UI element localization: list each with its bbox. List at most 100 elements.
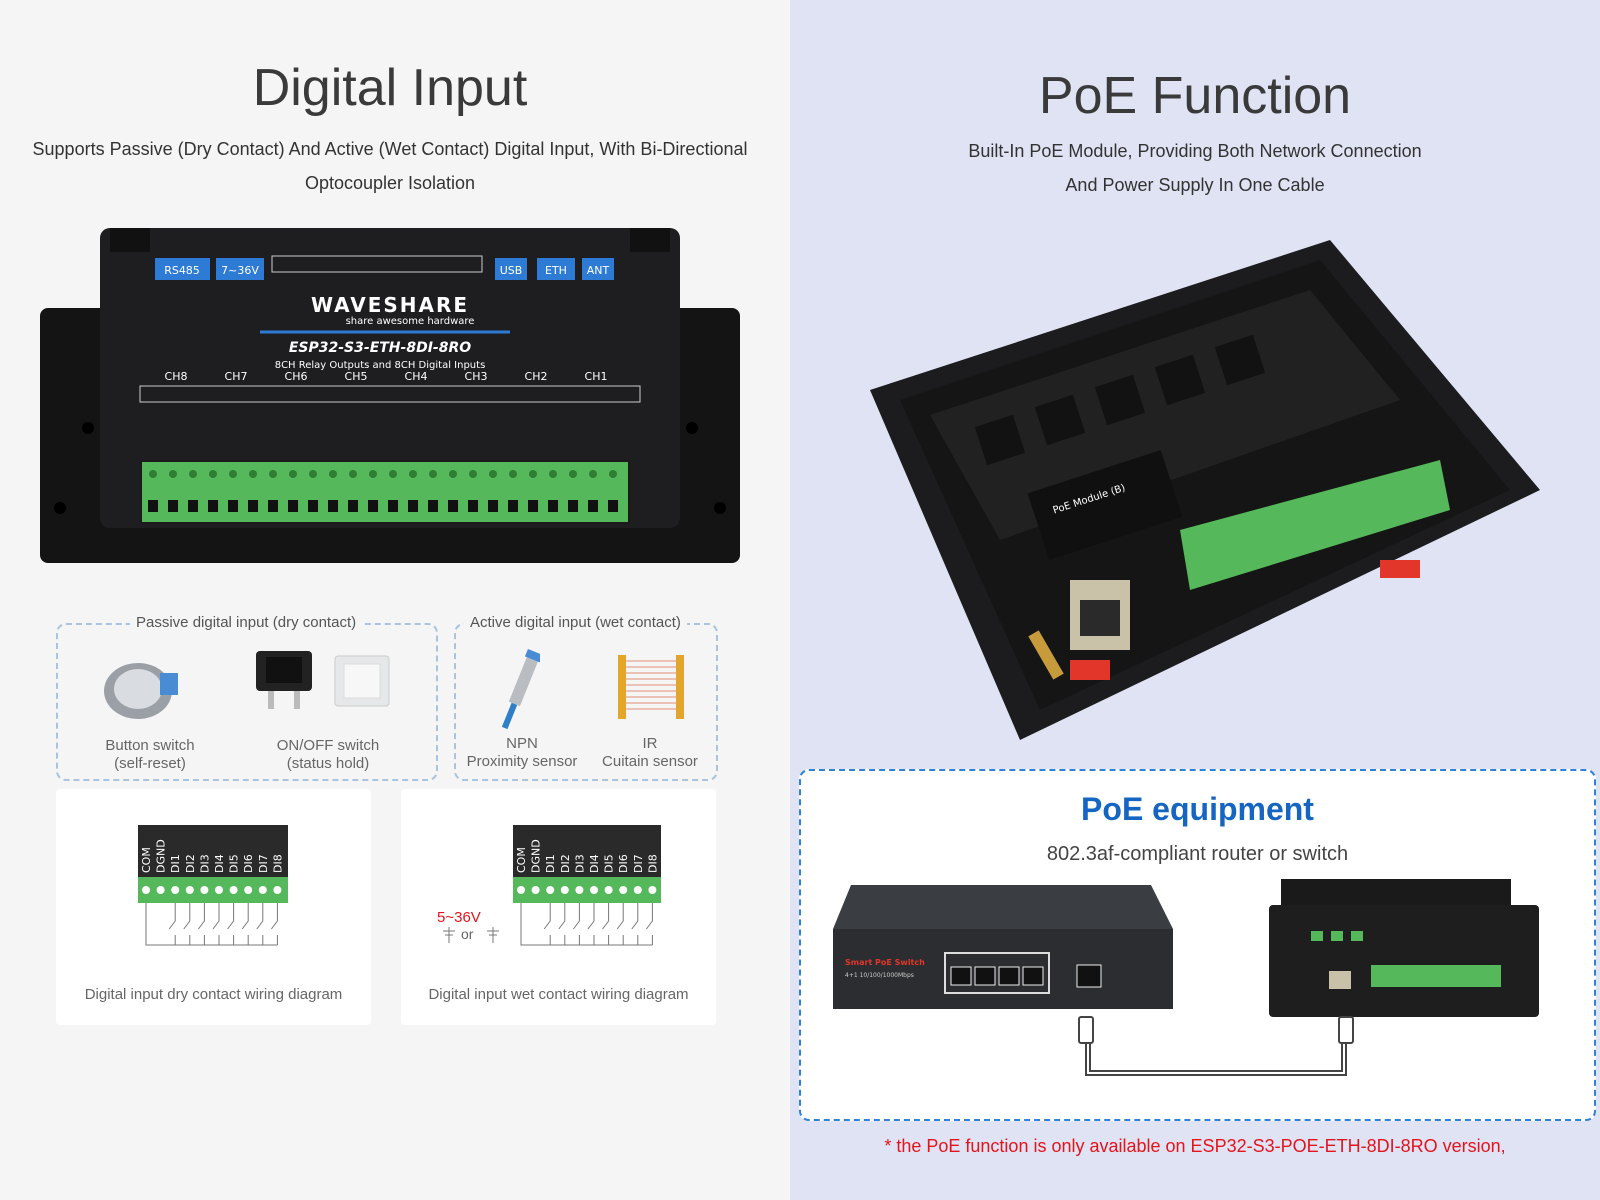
terminal-hole xyxy=(528,500,538,512)
wire xyxy=(587,903,595,945)
terminal-hole xyxy=(188,500,198,512)
wet-voltage-label: 5~36V xyxy=(437,909,481,926)
terminal-screw xyxy=(529,470,537,478)
wet-or-label: or xyxy=(461,926,474,942)
caption-line: Cuitain sensor xyxy=(602,753,698,770)
pin-screw xyxy=(604,886,613,894)
channel-label: CH5 xyxy=(345,370,368,383)
pin-label: DGND xyxy=(530,839,543,873)
terminal-screw xyxy=(489,470,497,478)
channel-label: CH6 xyxy=(285,370,308,383)
pin-screw xyxy=(171,886,180,894)
ethernet-cable-icon xyxy=(1078,1016,1354,1076)
wire xyxy=(227,903,235,945)
button-switch-caption: Button switch (self-reset) xyxy=(80,737,220,773)
terminal-hole xyxy=(268,500,278,512)
caption-line: (status hold) xyxy=(286,755,370,772)
poe-function-title: PoE Function xyxy=(1038,67,1352,125)
pin-label: DI7 xyxy=(257,854,270,873)
channel-label: CH4 xyxy=(405,370,428,383)
terminal-hole xyxy=(468,500,478,512)
switch-brand-label: Smart PoE Switch xyxy=(845,958,925,967)
terminal-hole xyxy=(588,500,598,512)
pin-label: DI5 xyxy=(603,854,616,873)
pin-screw xyxy=(590,886,598,894)
subtitle-line-2: Optocoupler Isolation xyxy=(304,173,476,193)
pin-label: DGND xyxy=(155,839,168,873)
eth-label: ETH xyxy=(545,264,567,277)
terminal-screw xyxy=(409,470,417,478)
wire xyxy=(271,903,278,945)
terminal-hole xyxy=(288,500,298,512)
wire xyxy=(145,903,278,946)
pin-label: DI4 xyxy=(213,854,226,873)
terminal-screw xyxy=(329,470,337,478)
poe-equipment-box: PoE equipment 802.3af-compliant router o… xyxy=(799,769,1596,1121)
pin-screw xyxy=(560,886,569,894)
pin-label: DI1 xyxy=(169,854,182,873)
pin-screw xyxy=(156,886,165,894)
ant-label: ANT xyxy=(587,264,610,277)
passive-input-box: Passive digital input (dry contact) Butt… xyxy=(56,614,438,781)
pin-screw xyxy=(185,886,194,894)
onoff-switch-caption: ON/OFF switch (status hold) xyxy=(258,737,398,773)
caption-line: IR xyxy=(642,735,658,752)
terminal-screw xyxy=(229,470,237,478)
pin-screw xyxy=(648,886,657,894)
active-input-label: Active digital input (wet contact) xyxy=(464,614,687,631)
wire xyxy=(520,903,653,946)
digital-input-subtitle: Supports Passive (Dry Contact) And Activ… xyxy=(0,132,780,200)
poe-switch-image: Smart PoE Switch 4+1 10/100/1000Mbps xyxy=(833,885,1173,1009)
poe-equipment-subtitle: 802.3af-compliant router or switch xyxy=(1046,843,1349,865)
caption-line: (self-reset) xyxy=(114,755,186,772)
terminal-screw xyxy=(349,470,357,478)
caption-line: ON/OFF switch xyxy=(276,737,380,754)
relay-board-front-image: RS485 7~36V USB ETH ANT WAVESHARE share … xyxy=(40,228,740,563)
model-label: ESP32-S3-ETH-8DI-8RO xyxy=(289,340,471,356)
dry-contact-caption: Digital input dry contact wiring diagram xyxy=(84,986,343,1003)
pin-screw xyxy=(273,886,282,894)
terminal-screw xyxy=(469,470,477,478)
pin-screw xyxy=(517,886,525,894)
terminal-hole xyxy=(488,500,498,512)
board-description: 8CH Relay Outputs and 8CH Digital Inputs xyxy=(275,360,486,371)
subtitle-line-1: Supports Passive (Dry Contact) And Activ… xyxy=(32,139,748,159)
pin-label: DI2 xyxy=(184,854,197,873)
terminal-hole xyxy=(428,500,438,512)
terminal-hole xyxy=(328,500,338,512)
wire xyxy=(646,903,653,945)
terminal-screw xyxy=(609,470,617,478)
switch-speed-label: 4+1 10/100/1000Mbps xyxy=(845,972,914,979)
terminal-hole xyxy=(388,500,398,512)
pin-screw xyxy=(633,886,642,894)
terminal-screw xyxy=(549,470,557,478)
pin-screw xyxy=(142,886,150,894)
wire xyxy=(543,903,551,945)
wire xyxy=(573,903,580,945)
poe-equipment-title: PoE equipment xyxy=(1081,791,1314,827)
rocker-switch-icon xyxy=(256,651,312,709)
digital-input-title: Digital Input xyxy=(252,59,528,117)
caption-line: Proximity sensor xyxy=(466,753,578,770)
terminal-screw xyxy=(389,470,397,478)
terminal-hole xyxy=(548,500,558,512)
terminal-hole xyxy=(508,500,518,512)
terminal-hole xyxy=(248,500,258,512)
pin-label: DI6 xyxy=(242,854,255,873)
terminal-screw xyxy=(589,470,597,478)
terminal-screw xyxy=(209,470,217,478)
wire xyxy=(631,903,639,945)
wire xyxy=(183,903,191,945)
pin-screw xyxy=(229,886,238,894)
terminal-screw xyxy=(309,470,317,478)
npn-sensor-caption: NPN Proximity sensor xyxy=(452,735,592,771)
dc-symbol-icon xyxy=(443,927,499,943)
rs485-label: RS485 xyxy=(164,264,200,277)
button-switch-icon xyxy=(104,663,178,719)
subtitle-line-1: Built-In PoE Module, Providing Both Netw… xyxy=(968,141,1422,161)
pin-label: DI2 xyxy=(559,854,572,873)
pin-label: DI1 xyxy=(544,854,557,873)
terminal-hole xyxy=(568,500,578,512)
